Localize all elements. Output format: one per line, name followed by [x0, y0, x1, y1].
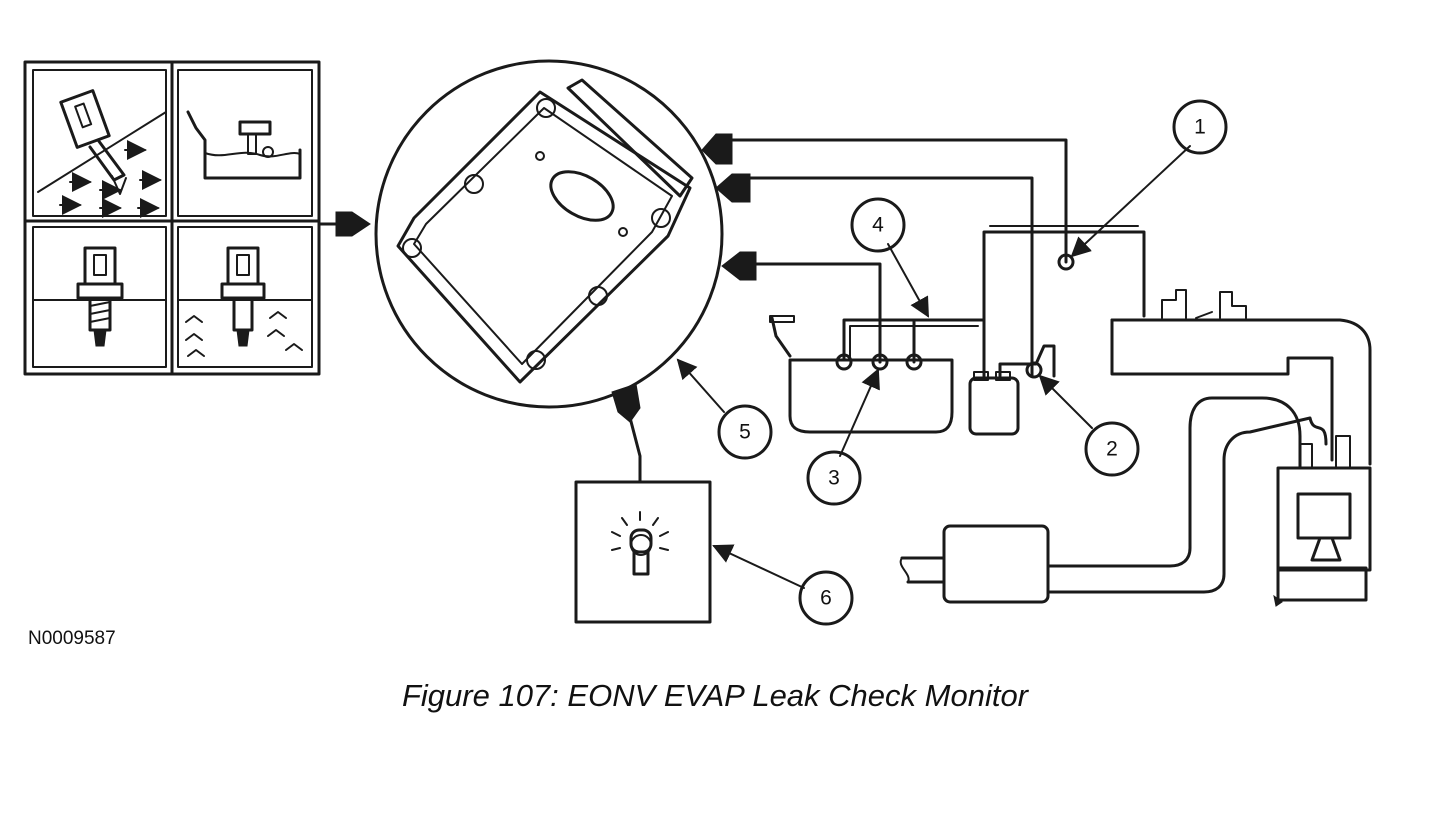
callout-6: 6	[798, 570, 854, 626]
vapor-valves	[835, 253, 1075, 379]
canister	[968, 371, 1020, 436]
figure-caption: Figure 107: EONV EVAP Leak Check Monitor	[401, 678, 1029, 713]
engine-block	[1273, 435, 1372, 607]
callout-4-label: 4	[872, 214, 884, 237]
callout-5: 5	[717, 404, 773, 460]
callout-2-label: 2	[1106, 438, 1118, 461]
callout-3: 3	[806, 450, 862, 506]
temperature-sensor-icon	[32, 246, 167, 347]
figure-id-code: N0009587	[28, 628, 116, 649]
sensor-input-panel	[23, 60, 321, 376]
intake-manifold	[1110, 289, 1372, 466]
input-arrow	[317, 211, 371, 237]
airflow-sensor-icon	[37, 89, 167, 218]
callout-6-label: 6	[820, 587, 832, 610]
callout-3-label: 3	[828, 467, 840, 490]
fluid-sensor-icon	[177, 246, 313, 357]
fuel-tank	[769, 315, 954, 434]
callout-4: 4	[850, 197, 906, 253]
callout-leaders	[676, 145, 1191, 589]
mil-lamp-box	[574, 480, 712, 624]
pcm-output-lines	[611, 133, 1068, 484]
fuel-tank-level-icon	[186, 110, 302, 180]
powertrain-control-module	[374, 59, 724, 409]
callout-2: 2	[1084, 421, 1140, 477]
callout-1-label: 1	[1194, 116, 1206, 139]
exhaust-pipe	[899, 396, 1328, 604]
callout-5-label: 5	[739, 421, 751, 444]
callout-1: 1	[1172, 99, 1228, 155]
